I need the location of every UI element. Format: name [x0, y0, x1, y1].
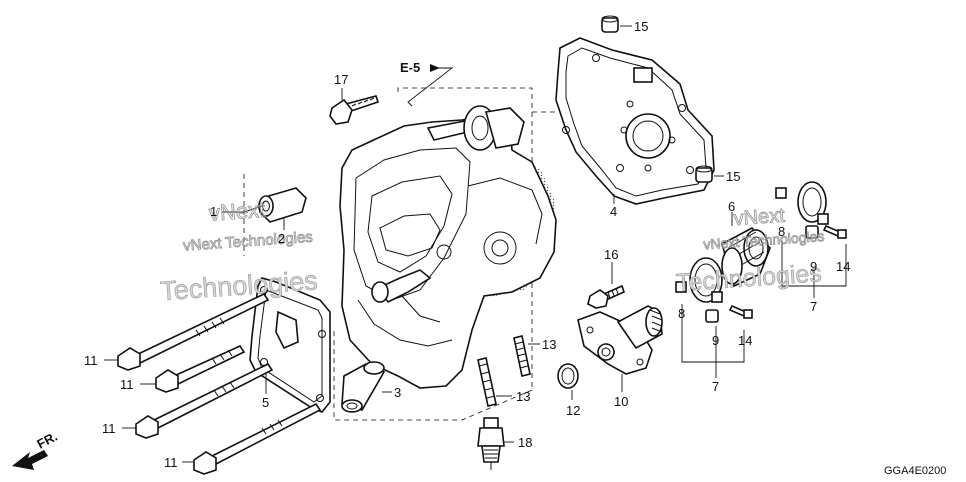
callout-17: 17: [334, 72, 348, 87]
callout-8-upper: 8: [778, 224, 785, 239]
band-nut-8-upper: [775, 187, 787, 199]
callout-8-lower: 8: [678, 306, 685, 321]
callout-11-c: 11: [102, 421, 116, 436]
bolt-17: [329, 95, 380, 125]
callout-14-upper: 14: [836, 259, 850, 274]
stud-13-upper: [513, 335, 531, 377]
gasket: [555, 37, 715, 205]
callout-14-lower: 14: [738, 333, 752, 348]
callout-5: 5: [262, 395, 269, 410]
cylinder-head: [339, 105, 557, 389]
bolt-11-a: [117, 292, 270, 371]
hose-band-lower: [689, 257, 723, 303]
band-screw-14-upper: [822, 224, 847, 239]
band-collar-9-lower: [705, 309, 719, 323]
stud-13-lower: [477, 357, 497, 407]
callout-15-upper: 15: [634, 19, 648, 34]
reference-label: E-5: [400, 60, 420, 75]
callout-3: 3: [394, 385, 401, 400]
callout-6: 6: [728, 199, 735, 214]
bolt-11-c: [135, 362, 274, 439]
callout-18: 18: [518, 435, 532, 450]
bolt-11-b: [155, 344, 246, 393]
band-nut-8-lower: [675, 281, 687, 293]
callout-labels: 1 2 3 4 5 6 7 7 8 8 9 9 10 11 11 11 11 1…: [84, 19, 850, 470]
leader-1: [222, 205, 263, 213]
callout-2: 2: [278, 231, 285, 246]
callout-16: 16: [604, 247, 618, 262]
callout-9-upper: 9: [810, 259, 817, 274]
diagram-code: GGA4E0200: [884, 465, 946, 477]
callout-11-a: 11: [84, 353, 98, 368]
watermark-left-line2: vNext Technologies: [183, 229, 314, 255]
dowel-pin-lower: [695, 165, 713, 183]
band-collar-9-upper: [805, 225, 819, 239]
front-arrow-icon: [12, 450, 48, 470]
callout-7-lower: 7: [712, 379, 719, 394]
dowel-pin-upper: [601, 15, 619, 33]
callout-9-lower: 9: [712, 333, 719, 348]
bracket-plate: [249, 277, 331, 413]
bolt-16: [587, 284, 625, 309]
valve-guide-lower: [341, 361, 386, 413]
valve-guide-upper: [258, 187, 307, 223]
o-ring: [557, 363, 579, 389]
callout-12: 12: [566, 403, 580, 418]
spark-plug: [477, 417, 505, 470]
intake-manifold: [577, 305, 663, 375]
watermark-right-line1: vNext: [733, 205, 786, 231]
callout-11-d: 11: [164, 455, 178, 470]
callout-7-upper: 7: [810, 299, 817, 314]
callout-10: 10: [614, 394, 628, 409]
watermark-left-line1: vNext: [208, 197, 266, 226]
reference-arrow: [407, 64, 454, 107]
callout-11-b: 11: [120, 377, 134, 392]
callout-13-upper: 13: [542, 337, 556, 352]
callout-13-lower: 13: [516, 389, 530, 404]
insulator-tube: [721, 226, 771, 288]
band-screw-14-lower: [728, 304, 753, 319]
hose-band-upper: [797, 181, 829, 225]
bracket-7-lower: [681, 304, 745, 363]
callout-15-lower: 15: [726, 169, 740, 184]
bolt-11-d: [193, 402, 322, 475]
callout-1: 1: [210, 204, 217, 219]
callout-4: 4: [610, 204, 617, 219]
front-label: FR.: [34, 429, 60, 452]
